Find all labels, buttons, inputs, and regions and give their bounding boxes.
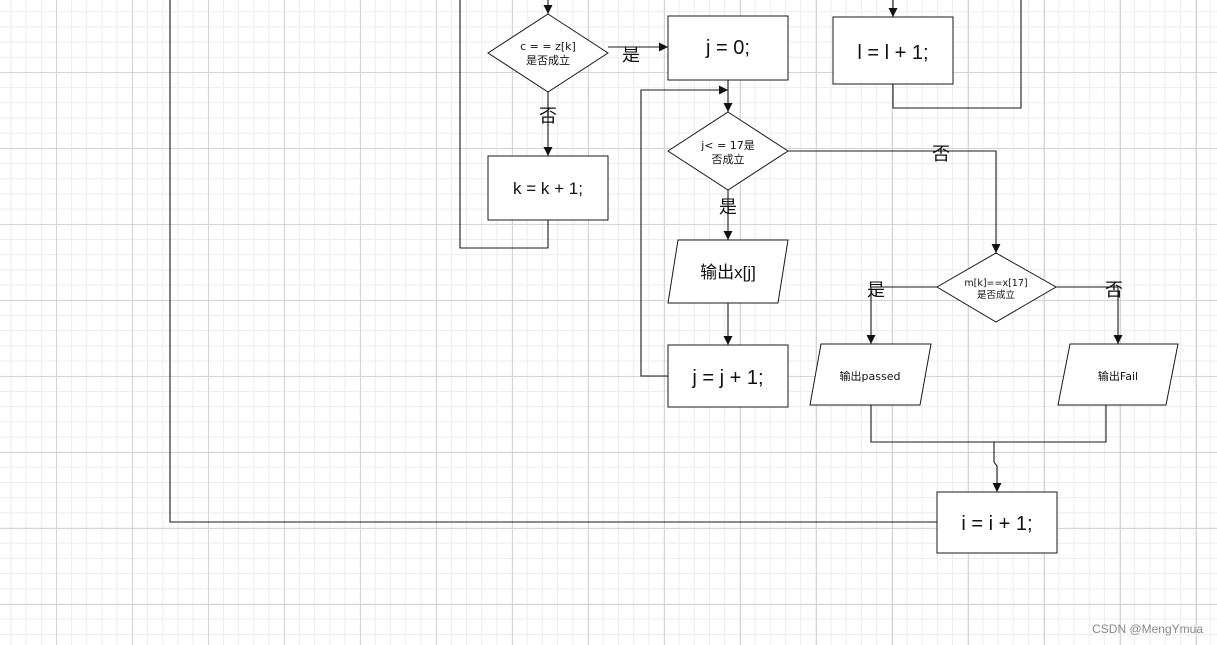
io-output-xj-text: 输出x[j] xyxy=(700,263,756,282)
edge-labels: 是 否 否 是 是 否 xyxy=(539,45,1123,301)
io-output-passed-text: 输出passed xyxy=(840,369,901,383)
io-output-xj: 输出x[j] xyxy=(667,239,789,304)
process-j-zero-text: j = 0; xyxy=(705,37,750,59)
connector-j-loop xyxy=(640,85,728,377)
decision-cz: c = = z[k] 是否成立 xyxy=(487,13,609,93)
decision-j17-line2: 否成立 xyxy=(712,152,745,166)
process-k-inc-text: k = k + 1; xyxy=(513,179,583,198)
label-mk-yes: 是 xyxy=(867,280,885,301)
connector-merge-to-iinc xyxy=(992,442,1002,492)
process-k-inc: k = k + 1; xyxy=(487,155,609,221)
io-output-fail: 输出Fail xyxy=(1057,343,1179,406)
connector-mk-no xyxy=(1056,286,1123,344)
process-j-inc-text: j = j + 1; xyxy=(691,367,763,389)
io-output-fail-text: 输出Fail xyxy=(1098,369,1138,383)
decision-cz-line1: c = = z[k] xyxy=(520,40,576,53)
decision-mk-line1: m[k]==x[17] xyxy=(964,278,1027,289)
decision-mk: m[k]==x[17] 是否成立 xyxy=(936,252,1058,323)
connectors xyxy=(169,0,1123,523)
process-i-inc-text: i = i + 1; xyxy=(961,513,1032,535)
process-i-inc: i = i + 1; xyxy=(936,491,1058,554)
process-j-zero: j = 0; xyxy=(667,15,789,81)
connector-j17-no xyxy=(788,150,1001,253)
process-j-inc: j = j + 1; xyxy=(667,344,789,408)
decision-j17-line1: j< = 17是 xyxy=(700,139,754,152)
watermark: CSDN @MengYmua xyxy=(1092,622,1203,636)
connector-i-loop xyxy=(169,0,937,523)
io-output-passed: 输出passed xyxy=(809,343,932,406)
label-mk-no: 否 xyxy=(1105,280,1123,301)
label-j17-no: 否 xyxy=(932,144,950,165)
decision-j17: j< = 17是 否成立 xyxy=(667,111,789,191)
decision-mk-line2: 是否成立 xyxy=(977,289,1015,301)
connector-mk-yes xyxy=(866,286,937,344)
connector-l-loop xyxy=(892,0,1022,109)
connector-merge xyxy=(870,405,1107,443)
label-cz-no: 否 xyxy=(539,106,557,127)
label-cz-yes: 是 xyxy=(622,45,640,66)
process-l-inc-text: l = l + 1; xyxy=(857,42,928,64)
decision-cz-line2: 是否成立 xyxy=(526,53,570,67)
label-j17-yes: 是 xyxy=(719,197,737,218)
connector-k-loop xyxy=(459,0,549,249)
process-l-inc: l = l + 1; xyxy=(832,16,954,85)
